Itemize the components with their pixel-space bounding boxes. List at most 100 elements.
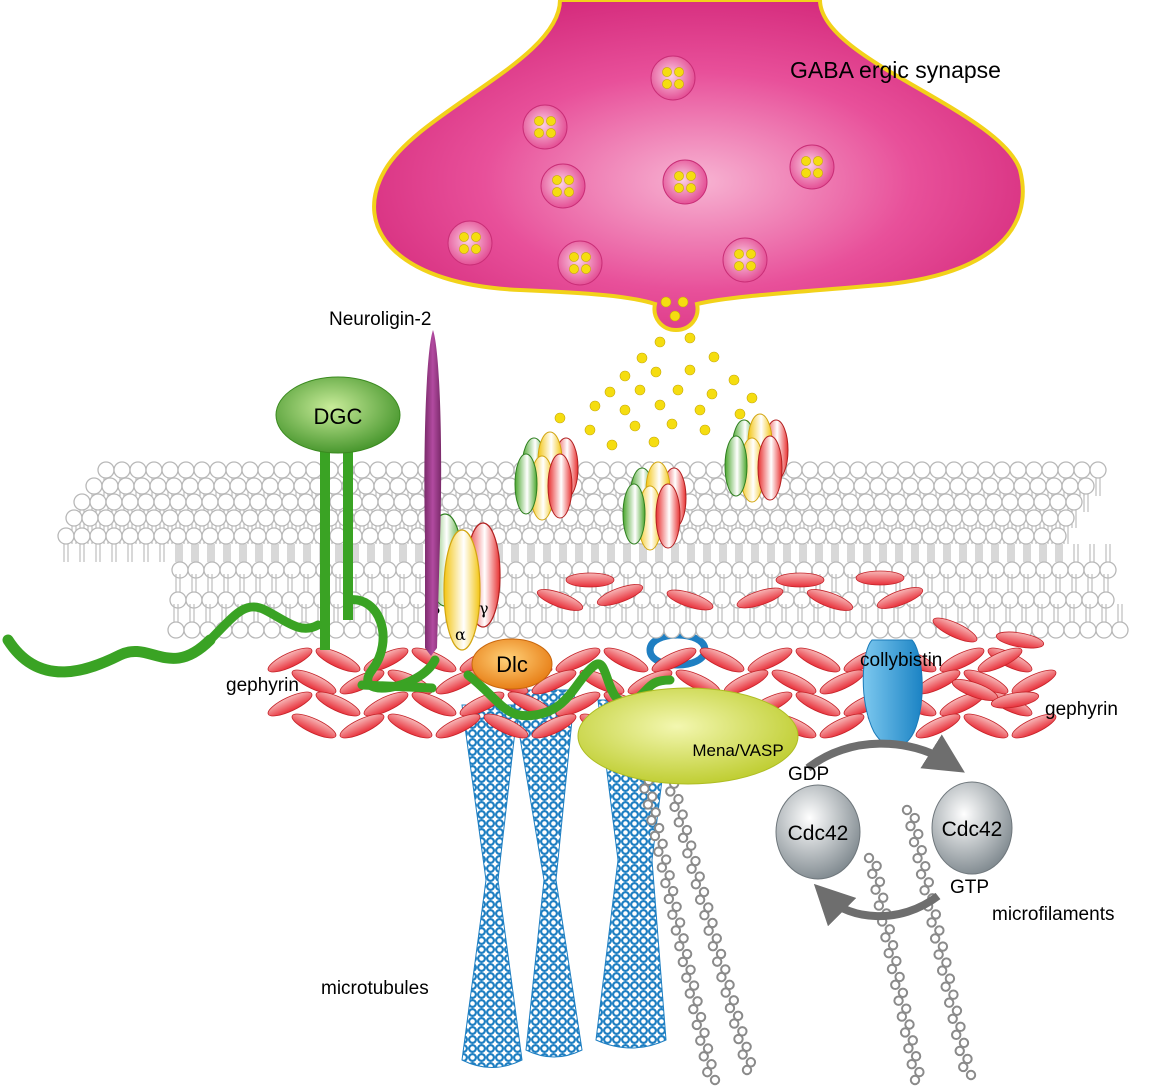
gephyrin-monomer bbox=[771, 669, 817, 695]
gephyrin-monomer bbox=[339, 713, 385, 739]
gaba-molecule bbox=[677, 296, 689, 308]
gamma-subunit-label: γ bbox=[479, 599, 489, 618]
mena-vasp-label: Mena/VASP bbox=[692, 741, 783, 760]
neuroligin-2-protein bbox=[424, 330, 442, 656]
gaba-molecule bbox=[746, 392, 758, 404]
microfilament-chain bbox=[863, 852, 925, 1086]
gaba-a-receptors bbox=[514, 413, 789, 551]
gaba-molecule bbox=[728, 374, 740, 386]
gaba-molecule bbox=[650, 366, 662, 378]
gephyrin-monomer bbox=[666, 589, 714, 611]
gephyrin-monomer bbox=[536, 589, 584, 611]
gephyrin-monomer bbox=[603, 647, 649, 673]
gephyrin-monomer bbox=[775, 572, 825, 588]
dlc-label: Dlc bbox=[496, 652, 528, 677]
vesicle-icon bbox=[650, 55, 696, 101]
gephyrin-monomer bbox=[932, 617, 978, 643]
dlc-protein bbox=[471, 638, 553, 690]
gaba-molecule bbox=[672, 384, 684, 396]
gephyrin-monomer bbox=[291, 669, 337, 695]
cdc42-cycle bbox=[775, 734, 1013, 927]
gephyrin-monomer bbox=[699, 647, 745, 673]
dgc-label: DGC bbox=[314, 404, 363, 429]
gephyrin-monomer bbox=[1011, 713, 1057, 739]
gaba-receptor-icon bbox=[514, 431, 579, 521]
microtubule-left bbox=[461, 704, 523, 1068]
gaba-molecule bbox=[706, 388, 718, 400]
gaba-molecule bbox=[654, 336, 666, 348]
gephyrin-monomer bbox=[915, 713, 961, 739]
gephyrin-monomer bbox=[435, 713, 481, 739]
mena-vasp-protein bbox=[577, 687, 799, 785]
gaba-molecule bbox=[604, 386, 616, 398]
gephyrin-label-right: gephyrin bbox=[1045, 699, 1118, 720]
gaba-molecule bbox=[619, 370, 631, 382]
microfilaments bbox=[621, 704, 977, 1086]
vesicle-icon bbox=[522, 104, 568, 150]
gaba-molecule bbox=[619, 404, 631, 416]
synaptic-vesicles bbox=[447, 55, 835, 286]
gaba-molecule bbox=[584, 424, 596, 436]
cdc42-label-right: Cdc42 bbox=[942, 818, 1003, 841]
vesicle-icon bbox=[540, 163, 586, 209]
gaba-molecule bbox=[666, 418, 678, 430]
gephyrin-monomer bbox=[1011, 669, 1057, 695]
cdc42-icon bbox=[931, 781, 1013, 875]
gaba-receptor-icon bbox=[724, 413, 789, 503]
collybistin-label: collybistin bbox=[860, 650, 942, 671]
gephyrin-monomer bbox=[990, 691, 1040, 709]
gephyrin-monomer bbox=[531, 669, 577, 695]
gephyrin-monomer bbox=[363, 691, 409, 717]
gaba-molecule bbox=[636, 352, 648, 364]
gaba-molecule bbox=[699, 424, 711, 436]
cdc42-icon bbox=[775, 784, 861, 880]
gephyrin-monomer bbox=[531, 713, 577, 739]
synapse-label: GABA ergic synapse bbox=[790, 57, 1001, 83]
microtubules-label: microtubules bbox=[321, 978, 429, 999]
vesicle-icon bbox=[722, 237, 768, 283]
gephyrin-monomer bbox=[555, 691, 601, 717]
gephyrin-monomer bbox=[411, 691, 457, 717]
microtubule-middle bbox=[511, 689, 583, 1058]
gephyrin-label-left: gephyrin bbox=[226, 675, 299, 696]
membrane-bilayer bbox=[57, 461, 1129, 639]
gaba-molecule bbox=[734, 408, 746, 420]
gaba-molecule bbox=[694, 404, 706, 416]
vesicle-icon bbox=[557, 240, 603, 286]
gephyrin-monomer bbox=[795, 691, 841, 717]
gaba-molecule bbox=[634, 384, 646, 396]
gaba-molecule bbox=[708, 351, 720, 363]
gephyrin-monomer bbox=[819, 713, 865, 739]
gephyrin-monomer bbox=[483, 713, 529, 739]
gaba-molecule bbox=[669, 310, 681, 322]
gephyrin-monomer bbox=[995, 631, 1045, 649]
gephyrin-monomer bbox=[876, 587, 924, 609]
neuroligin-2 bbox=[424, 330, 442, 656]
gephyrin-monomer bbox=[315, 691, 361, 717]
microfilament-chain bbox=[901, 804, 977, 1081]
gephyrin-monomer bbox=[747, 647, 793, 673]
gtp-label: GTP bbox=[950, 877, 989, 898]
gaba-molecule bbox=[589, 400, 601, 412]
gaba-receptor-icon bbox=[622, 461, 687, 551]
gephyrin-monomer bbox=[565, 572, 615, 588]
dgc-complex bbox=[275, 376, 401, 650]
gaba-molecules bbox=[554, 296, 758, 451]
gaba-molecule bbox=[684, 364, 696, 376]
gaba-molecule bbox=[606, 439, 618, 451]
gaba-molecule bbox=[554, 412, 566, 424]
gephyrin-monomer bbox=[596, 584, 644, 606]
gephyrin-monomer bbox=[795, 647, 841, 673]
gephyrin-monomer bbox=[855, 570, 905, 586]
gephyrin-monomer bbox=[977, 647, 1023, 673]
vesicle-icon bbox=[662, 159, 708, 205]
gephyrin-monomer bbox=[387, 713, 433, 739]
gaba-molecule bbox=[660, 296, 672, 308]
alpha-subunit-label: α bbox=[455, 625, 466, 644]
gaba-molecule bbox=[684, 332, 696, 344]
microfilaments-label: microfilaments bbox=[992, 904, 1114, 925]
vesicle-icon bbox=[447, 220, 493, 266]
gephyrin-monomer bbox=[651, 647, 697, 673]
gephyrin-monomer bbox=[291, 713, 337, 739]
